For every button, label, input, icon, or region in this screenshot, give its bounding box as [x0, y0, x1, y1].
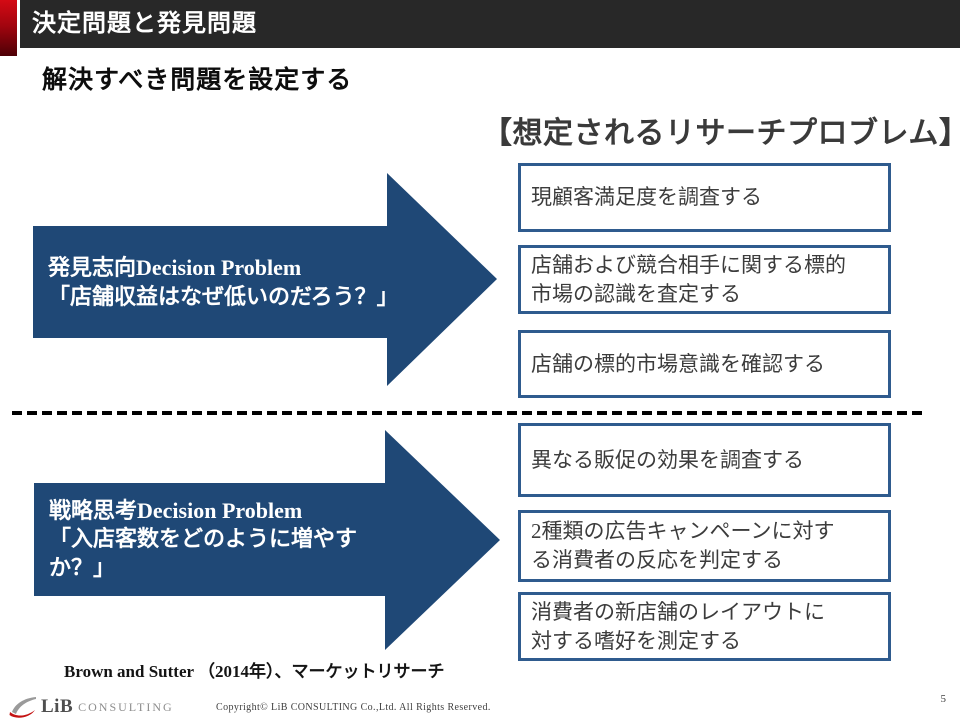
red-accent-bar	[0, 0, 17, 56]
dashed-divider	[12, 411, 924, 415]
arrow-label: 発見志向Decision Problem 「店舗収益はなぜ低いのだろう？」	[48, 255, 399, 309]
copyright-text: Copyright© LiB CONSULTING Co.,Ltd. All R…	[216, 702, 491, 713]
research-problem-text: 2種類の広告キャンペーンに対す る消費者の反応を判定する	[531, 519, 835, 572]
decision-problem-arrow-discovery: 発見志向Decision Problem 「店舗収益はなぜ低いのだろう？」	[33, 173, 497, 386]
research-problem-text: 店舗および競合相手に関する標的 市場の認識を査定する	[531, 252, 846, 306]
research-problem-text: 異なる販促の効果を調査する	[531, 447, 804, 472]
citation: Brown and Sutter （2014年）、マーケットリサーチ	[64, 662, 445, 681]
research-problem-box: 店舗および競合相手に関する標的 市場の認識を査定する	[518, 245, 891, 314]
page-title: 決定問題と発見問題	[32, 11, 257, 37]
research-problem-box: 2種類の広告キャンペーンに対す る消費者の反応を判定する	[518, 510, 891, 582]
company-logo: LiB CONSULTING	[8, 696, 174, 718]
research-problems-heading: 【想定されるリサーチプロブレム】	[482, 117, 960, 150]
logo-text-lib: LiB	[41, 696, 74, 717]
page-number: 5	[940, 693, 947, 705]
research-problem-text: 店舗の標的市場意識を確認する	[531, 351, 825, 376]
research-problem-box: 消費者の新店舗のレイアウトに 対する嗜好を測定する	[518, 592, 891, 661]
subtitle: 解決すべき問題を設定する	[42, 67, 353, 94]
research-problem-text: 消費者の新店舗のレイアウトに 対する嗜好を測定する	[531, 599, 825, 653]
logo-text-consulting: CONSULTING	[78, 699, 174, 714]
research-problem-box: 現顧客満足度を調査する	[518, 163, 891, 232]
logo-swoosh-icon	[9, 697, 36, 718]
header-bar: 決定問題と発見問題	[20, 0, 960, 48]
decision-problem-arrow-strategy: 戦略思考Decision Problem 「入店客数をどのように増やすか？」	[34, 430, 500, 650]
research-problem-text: 現顧客満足度を調査する	[531, 185, 762, 210]
research-problem-box: 異なる販促の効果を調査する	[518, 423, 891, 497]
research-problem-box: 店舗の標的市場意識を確認する	[518, 330, 891, 398]
arrow-label: 戦略思考Decision Problem 「入店客数をどのように増やすか？」	[49, 498, 358, 580]
